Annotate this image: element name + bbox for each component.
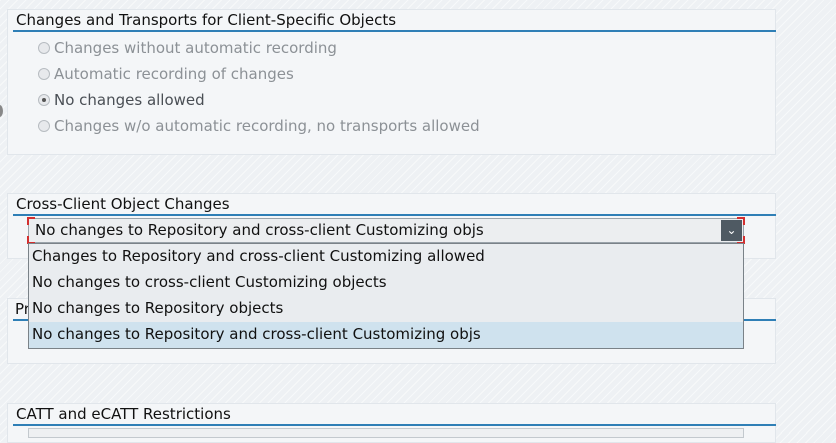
cross-client-dropdown-list: Changes to Repository and cross-client C…: [28, 243, 744, 349]
catt-title: CATT and eCATT Restrictions: [16, 405, 231, 423]
catt-select[interactable]: [28, 428, 744, 438]
radio-label: Automatic recording of changes: [54, 65, 294, 83]
client-specific-title: Changes and Transports for Client-Specif…: [16, 11, 397, 29]
radio-button-icon[interactable]: [38, 42, 50, 54]
focus-corner: [737, 217, 745, 225]
radio-button-icon[interactable]: [38, 68, 50, 80]
radio-button-checked-icon[interactable]: [38, 94, 50, 106]
radio-changes-without-recording[interactable]: Changes without automatic recording: [38, 38, 337, 58]
client-specific-group: Changes and Transports for Client-Specif…: [7, 9, 776, 155]
group-divider: [13, 30, 776, 32]
radio-label: Changes w/o automatic recording, no tran…: [54, 117, 480, 135]
protection-title: Pr: [15, 300, 30, 318]
chevron-down-icon[interactable]: ⌄: [721, 220, 742, 241]
dropdown-option[interactable]: No changes to cross-client Customizing o…: [32, 273, 387, 291]
group-divider: [13, 214, 776, 216]
scroll-marker: [0, 105, 3, 117]
dropdown-option-selected[interactable]: No changes to Repository and cross-clien…: [29, 322, 743, 348]
radio-button-icon[interactable]: [38, 120, 50, 132]
radio-automatic-recording[interactable]: Automatic recording of changes: [38, 64, 294, 84]
group-divider: [13, 424, 776, 426]
cross-client-select[interactable]: No changes to Repository and cross-clien…: [27, 217, 745, 244]
radio-label: No changes allowed: [54, 91, 205, 109]
radio-no-changes-allowed[interactable]: No changes allowed: [38, 90, 205, 110]
radio-no-recording-no-transports[interactable]: Changes w/o automatic recording, no tran…: [38, 116, 480, 136]
radio-label: Changes without automatic recording: [54, 39, 337, 57]
select-value: No changes to Repository and cross-clien…: [35, 221, 484, 239]
dropdown-option[interactable]: No changes to Repository objects: [32, 299, 284, 317]
cross-client-title: Cross-Client Object Changes: [16, 195, 230, 213]
focus-corner: [27, 217, 35, 225]
dropdown-option[interactable]: Changes to Repository and cross-client C…: [32, 247, 485, 265]
